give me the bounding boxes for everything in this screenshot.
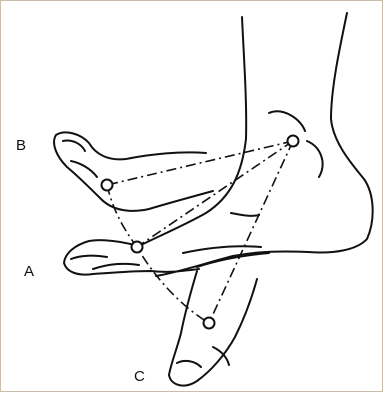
line-hinge-a (137, 141, 293, 247)
leg-back-outline (156, 13, 373, 276)
toe-point-c (204, 318, 215, 329)
hinge-point (288, 136, 299, 147)
line-hinge-b (107, 141, 293, 185)
label-a: A (24, 263, 34, 280)
leg-front-outline (139, 17, 246, 246)
toe-a-detail (71, 256, 139, 269)
label-b: B (16, 137, 26, 154)
foot-c-outline (169, 271, 257, 386)
label-c: C (134, 368, 145, 385)
toe-point-b (102, 180, 113, 191)
toe-point-a (132, 242, 143, 253)
